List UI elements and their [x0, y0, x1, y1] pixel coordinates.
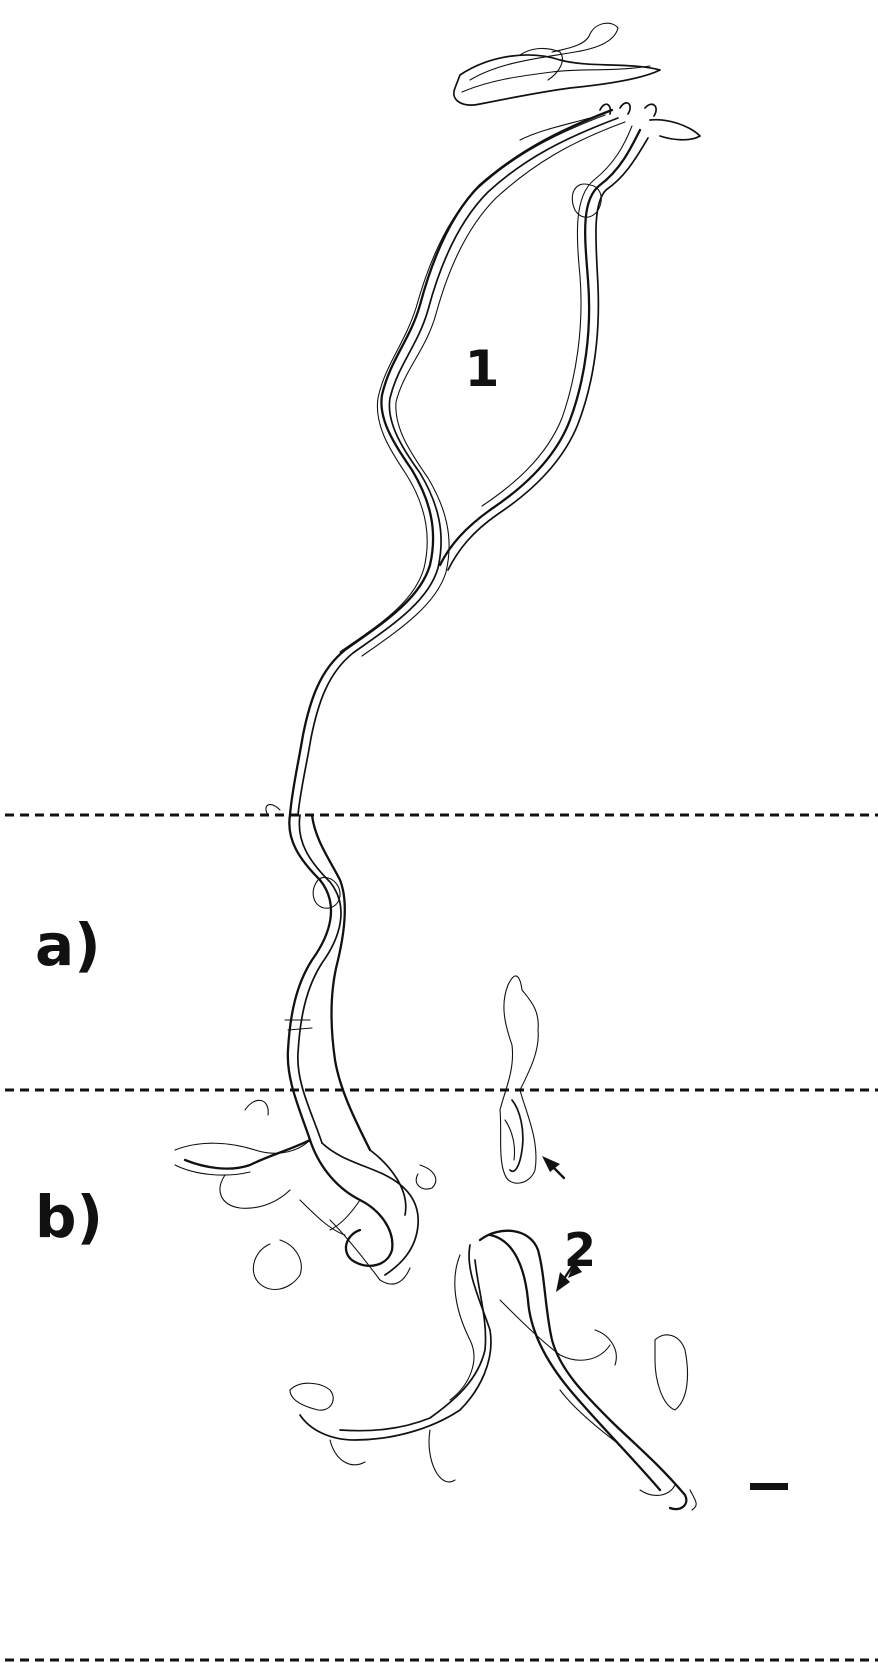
- scale-bar: [750, 1483, 788, 1490]
- cell-2-lower-arbor: [290, 1231, 696, 1510]
- layer-boundaries: [5, 815, 878, 1660]
- top-process-fragment: [454, 23, 660, 105]
- cell-2-upper-fragment: [500, 976, 538, 1183]
- cell-1-trace: [266, 103, 700, 1150]
- cell-1-label: 1: [465, 340, 500, 398]
- layer-b-label: b): [35, 1183, 103, 1251]
- upper-arrowhead: [542, 1156, 560, 1172]
- cell-2-label: 2: [564, 1223, 596, 1277]
- layer-a-label: a): [35, 911, 101, 979]
